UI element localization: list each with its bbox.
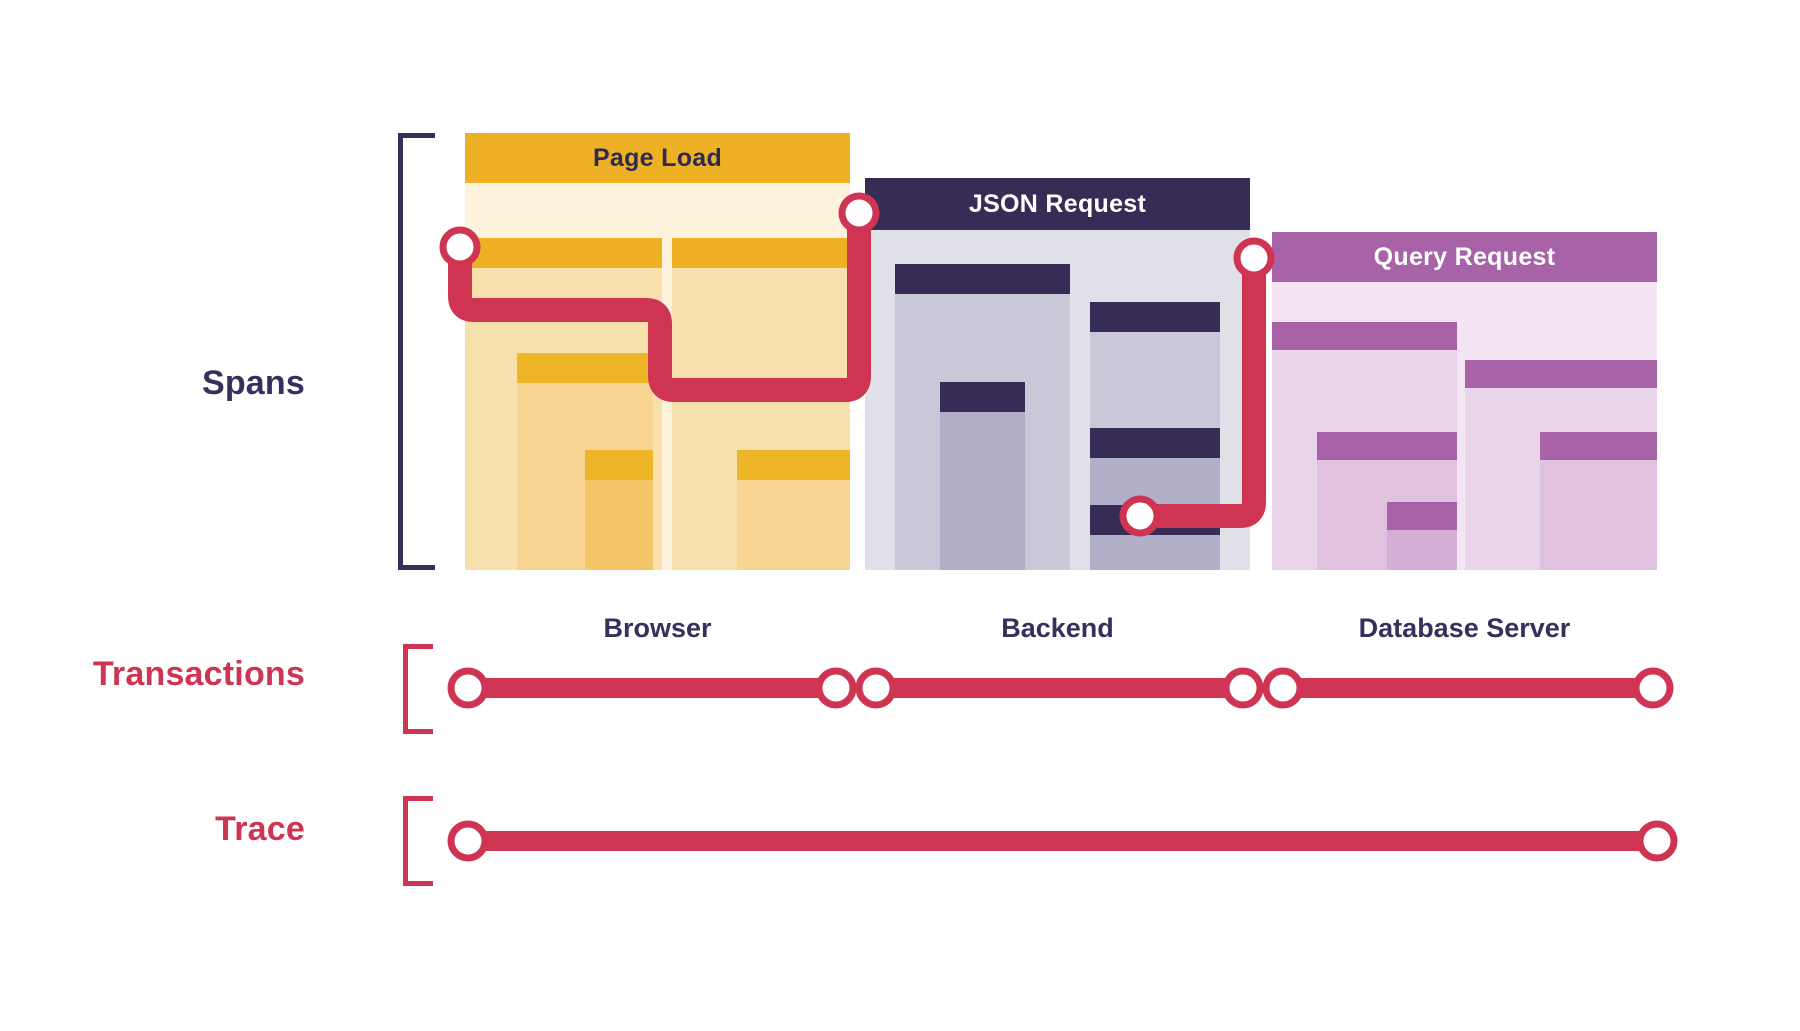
span-bar-fill [1090,535,1220,570]
row-label-trace: Trace [215,810,305,848]
trace-node-end[interactable] [1636,820,1678,862]
span-bar-fill [1540,460,1657,570]
span-bar-fill [1387,530,1457,570]
service-panel-backend[interactable]: JSON Request [865,178,1250,570]
service-caption-backend: Backend [1001,613,1114,643]
transaction-node-database-end[interactable] [1632,667,1674,709]
span-bar-cap [1317,432,1457,460]
transaction-node-browser-start[interactable] [447,667,489,709]
span-bar-cap [585,450,653,480]
service-panel-database[interactable]: Query Request [1272,232,1657,570]
span-bar-cap [517,353,653,383]
span-bar-cap [1090,505,1220,535]
transaction-node-backend-end[interactable] [1222,667,1264,709]
transaction-node-browser-end[interactable] [815,667,857,709]
span-bar-cap [1465,360,1657,388]
span-bar[interactable] [737,450,850,570]
service-panel-browser[interactable]: Page Load [465,133,850,570]
span-bar-cap [1387,502,1457,530]
service-caption-database: Database Server [1358,613,1571,643]
span-bar-fill [585,480,653,570]
transaction-node-backend-start[interactable] [855,667,897,709]
span-bar[interactable] [585,450,653,570]
span-bar-cap [672,238,850,268]
span-bar-cap [1272,322,1457,350]
spans-bracket [398,133,435,570]
panel-header-json-request: JSON Request [865,178,1250,230]
span-bar[interactable] [1540,432,1657,570]
span-bar-cap [895,264,1070,294]
span-bar-cap [1090,428,1220,458]
span-bar-cap [465,238,662,268]
trace-node-start[interactable] [447,820,489,862]
span-bar-fill [940,412,1025,570]
panel-header-query-request: Query Request [1272,232,1657,282]
span-bar-cap [940,382,1025,412]
row-label-spans: Spans [201,364,305,402]
span-bar-fill [737,480,850,570]
panel-body-browser [465,183,850,570]
trace-bracket [403,796,433,886]
panel-body-backend [865,230,1250,570]
panel-header-page-load: Page Load [465,133,850,183]
panel-body-database [1272,282,1657,570]
span-bar[interactable] [1387,502,1457,570]
transactions-bracket [403,644,433,734]
span-bar-cap [737,450,850,480]
span-bar-cap [1540,432,1657,460]
span-bar[interactable] [940,382,1025,570]
span-bar-cap [1090,302,1220,332]
service-caption-browser: Browser [603,613,712,643]
transaction-node-database-start[interactable] [1262,667,1304,709]
row-label-transactions: Transactions [92,655,305,693]
span-bar[interactable] [1090,505,1220,570]
